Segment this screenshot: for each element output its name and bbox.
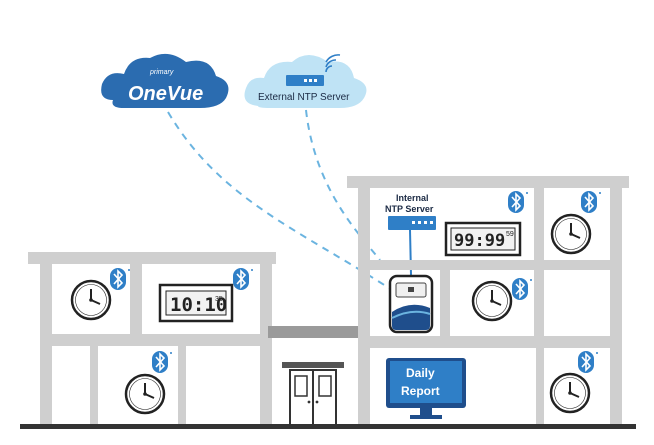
onevue-logo-text: OneVue bbox=[128, 83, 203, 105]
analog-clock-icon bbox=[471, 280, 513, 322]
external-ntp-cloud: External NTP Server bbox=[244, 54, 367, 108]
bluetooth-icon bbox=[511, 277, 533, 301]
digital-clock-left-time: 10:10 bbox=[170, 294, 227, 316]
digital-clock-right: 99:99 59 bbox=[444, 221, 522, 257]
analog-clock-icon bbox=[124, 373, 166, 415]
digital-clock-right-seconds: 59 bbox=[506, 231, 514, 238]
ground-line bbox=[20, 424, 636, 429]
time-clock-device-icon bbox=[388, 274, 434, 334]
digital-clock-left-seconds: 35 bbox=[215, 296, 223, 303]
onevue-cloud: primary OneVue bbox=[101, 53, 229, 108]
digital-clock-left: 10:10 35 bbox=[158, 283, 234, 323]
right-building bbox=[347, 176, 629, 426]
wifi-icon bbox=[325, 54, 341, 73]
left-building bbox=[28, 252, 276, 426]
report-label-2: Report bbox=[401, 384, 440, 398]
report-label-1: Daily bbox=[406, 366, 435, 380]
analog-clock-icon bbox=[550, 213, 592, 255]
digital-clock-right-time: 99:99 bbox=[454, 231, 505, 251]
monitor-icon: Daily Report bbox=[386, 358, 466, 419]
analog-clock-icon bbox=[549, 372, 591, 414]
internal-ntp-server: Internal NTP Server bbox=[385, 193, 436, 230]
bluetooth-icon bbox=[232, 267, 254, 291]
bluetooth-icon bbox=[507, 190, 529, 214]
internal-ntp-label-1: Internal bbox=[396, 193, 429, 203]
double-door-icon bbox=[289, 369, 337, 427]
bluetooth-icon bbox=[577, 350, 599, 374]
internal-ntp-label-2: NTP Server bbox=[385, 204, 434, 214]
bluetooth-icon bbox=[109, 267, 131, 291]
onevue-brand-small: primary bbox=[149, 69, 174, 76]
external-ntp-label: External NTP Server bbox=[258, 92, 350, 103]
bluetooth-icon bbox=[151, 350, 173, 374]
dashed-link-external-ntp bbox=[305, 109, 381, 261]
bluetooth-icon bbox=[580, 190, 602, 214]
analog-clock-icon bbox=[70, 279, 112, 321]
dashed-link-onevue bbox=[167, 111, 393, 291]
center-building bbox=[268, 326, 360, 427]
